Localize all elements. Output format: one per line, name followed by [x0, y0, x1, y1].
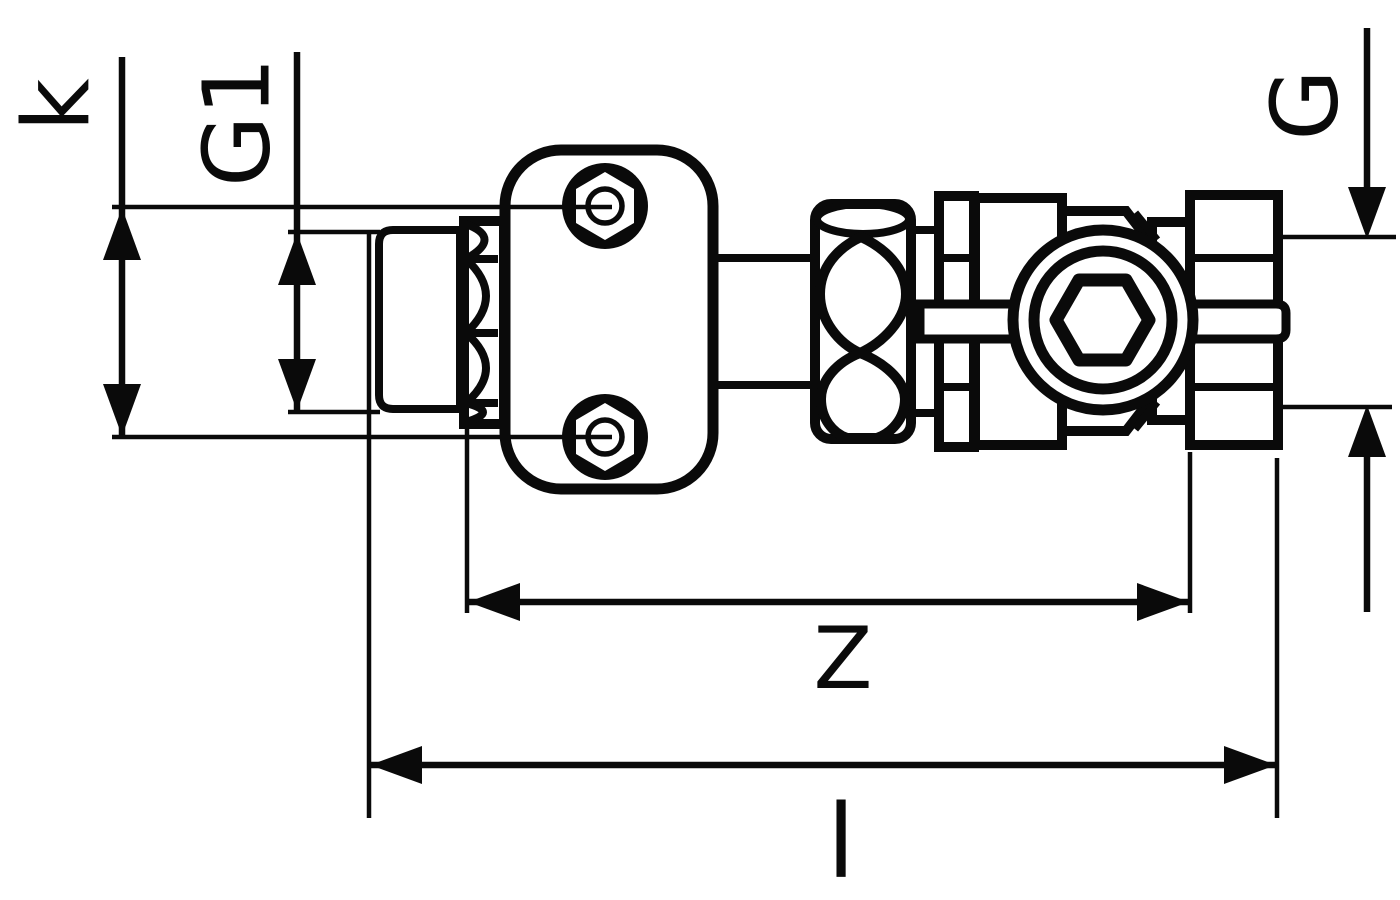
dimension-k [103, 57, 141, 437]
dimension-l [369, 746, 1277, 784]
union-nut [810, 199, 916, 444]
label-g: G [1252, 69, 1359, 140]
left-plug [375, 226, 464, 413]
dimension-z [467, 583, 1190, 621]
dimension-labels: k G1 G Z l [4, 57, 1359, 900]
label-g1: G1 [184, 57, 291, 187]
connecting-pipe [713, 254, 815, 389]
dimension-annotations [103, 28, 1396, 818]
dimension-g1 [278, 52, 316, 412]
dimension-g [1348, 28, 1386, 612]
label-l: l [827, 783, 855, 900]
backnut [459, 216, 509, 429]
label-k: k [4, 78, 111, 132]
ball-valve-face [1007, 224, 1199, 416]
hex-socket [1049, 273, 1156, 367]
label-z: Z [814, 609, 873, 709]
